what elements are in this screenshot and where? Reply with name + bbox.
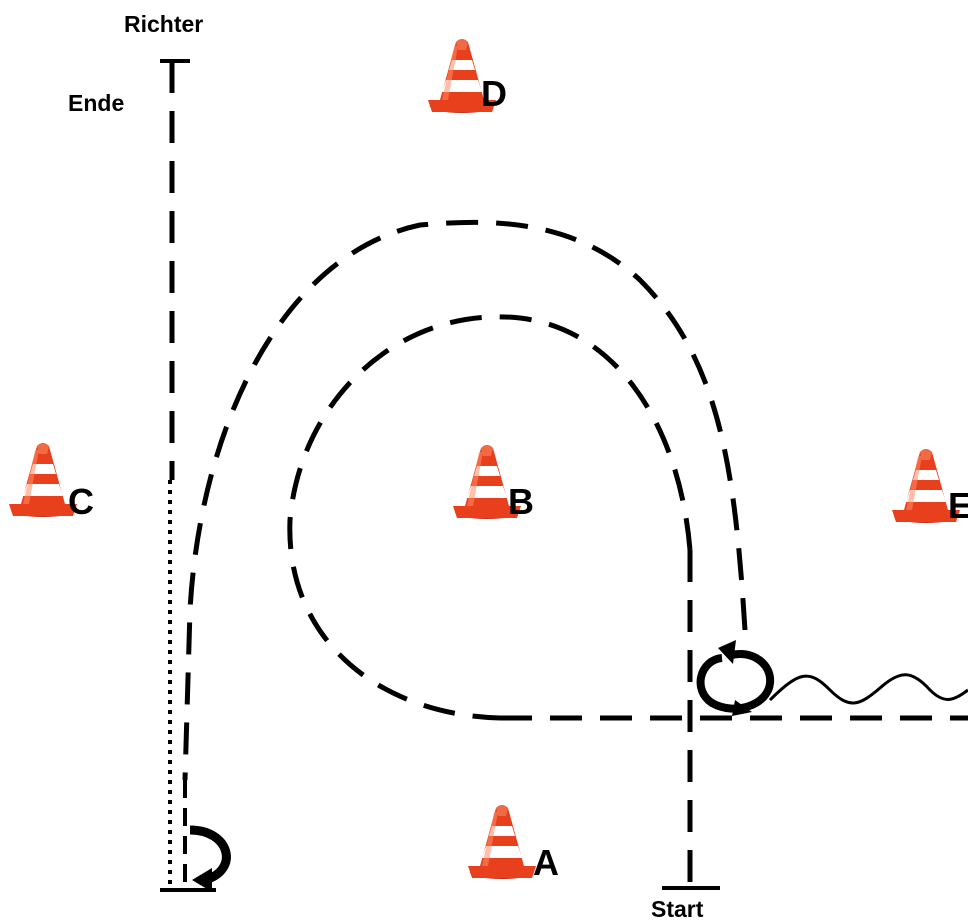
turn-arrow-icon — [189, 825, 231, 892]
wavy-line — [768, 673, 968, 705]
cone-label-d: D — [481, 73, 507, 114]
cone-label-a: A — [533, 842, 559, 883]
cone-label-c: C — [68, 481, 94, 522]
outer-loop-path — [182, 219, 748, 781]
cone-label-b: B — [508, 481, 534, 522]
circle-turn-arrow-icon — [696, 640, 775, 716]
end-label: Ende — [68, 90, 125, 116]
inner-loop-path — [287, 314, 693, 721]
traffic-cone-icon — [9, 443, 77, 517]
start-label: Start — [651, 896, 704, 922]
judge-label: Richter — [124, 11, 204, 37]
traffic-cone-icon — [468, 805, 536, 879]
cone-label-e: E — [948, 485, 968, 526]
